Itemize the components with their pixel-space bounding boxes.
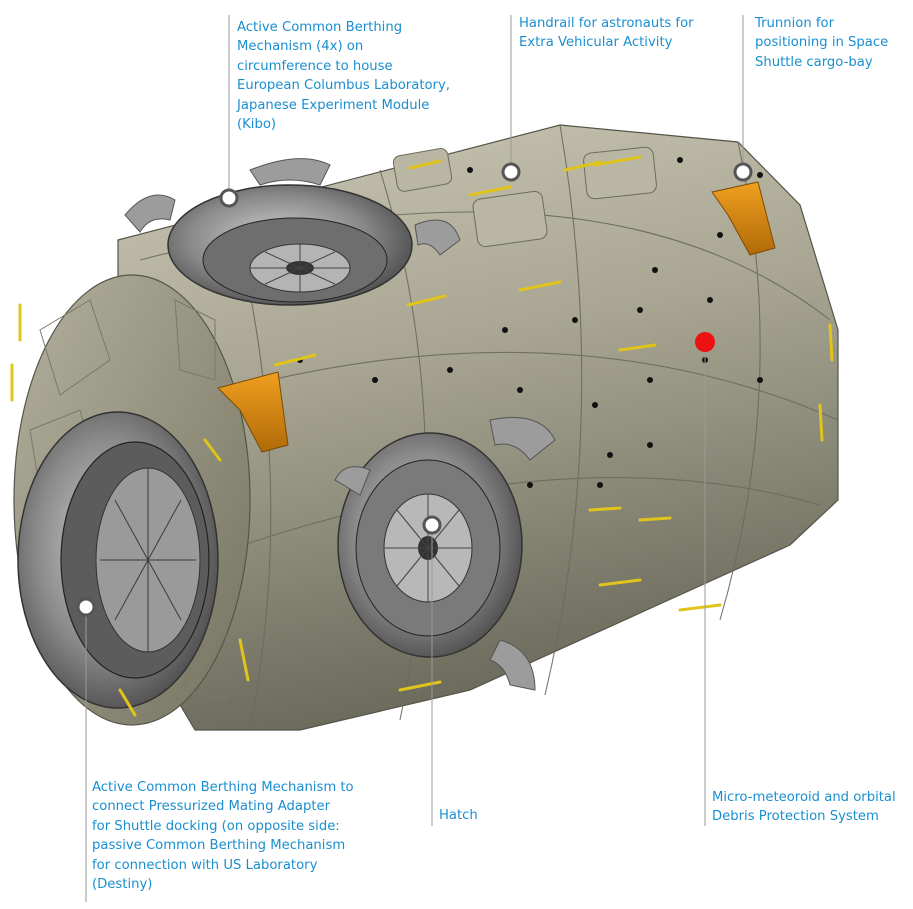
cbm-top-ring bbox=[124, 158, 461, 306]
label-handrail: Handrail for astronauts for Extra Vehicu… bbox=[519, 16, 694, 51]
label-mmod: Micro-meteoroid and orbital Debris Prote… bbox=[712, 790, 896, 825]
hatch-ring bbox=[334, 417, 556, 691]
handrails bbox=[10, 155, 834, 717]
label-cbm-circumference: Active Common Berthing Mechanism (4x) on… bbox=[237, 20, 450, 133]
label-trunnion: Trunnion for positioning in Space Shuttl… bbox=[755, 16, 889, 70]
trunnion bbox=[217, 181, 776, 453]
leader-lines bbox=[85, 15, 744, 902]
label-hatch: Hatch bbox=[439, 808, 478, 823]
callout-markers bbox=[76, 162, 753, 617]
cbm-pma-ring bbox=[17, 411, 219, 709]
label-cbm-pma: Active Common Berthing Mechanism to conn… bbox=[92, 780, 354, 893]
